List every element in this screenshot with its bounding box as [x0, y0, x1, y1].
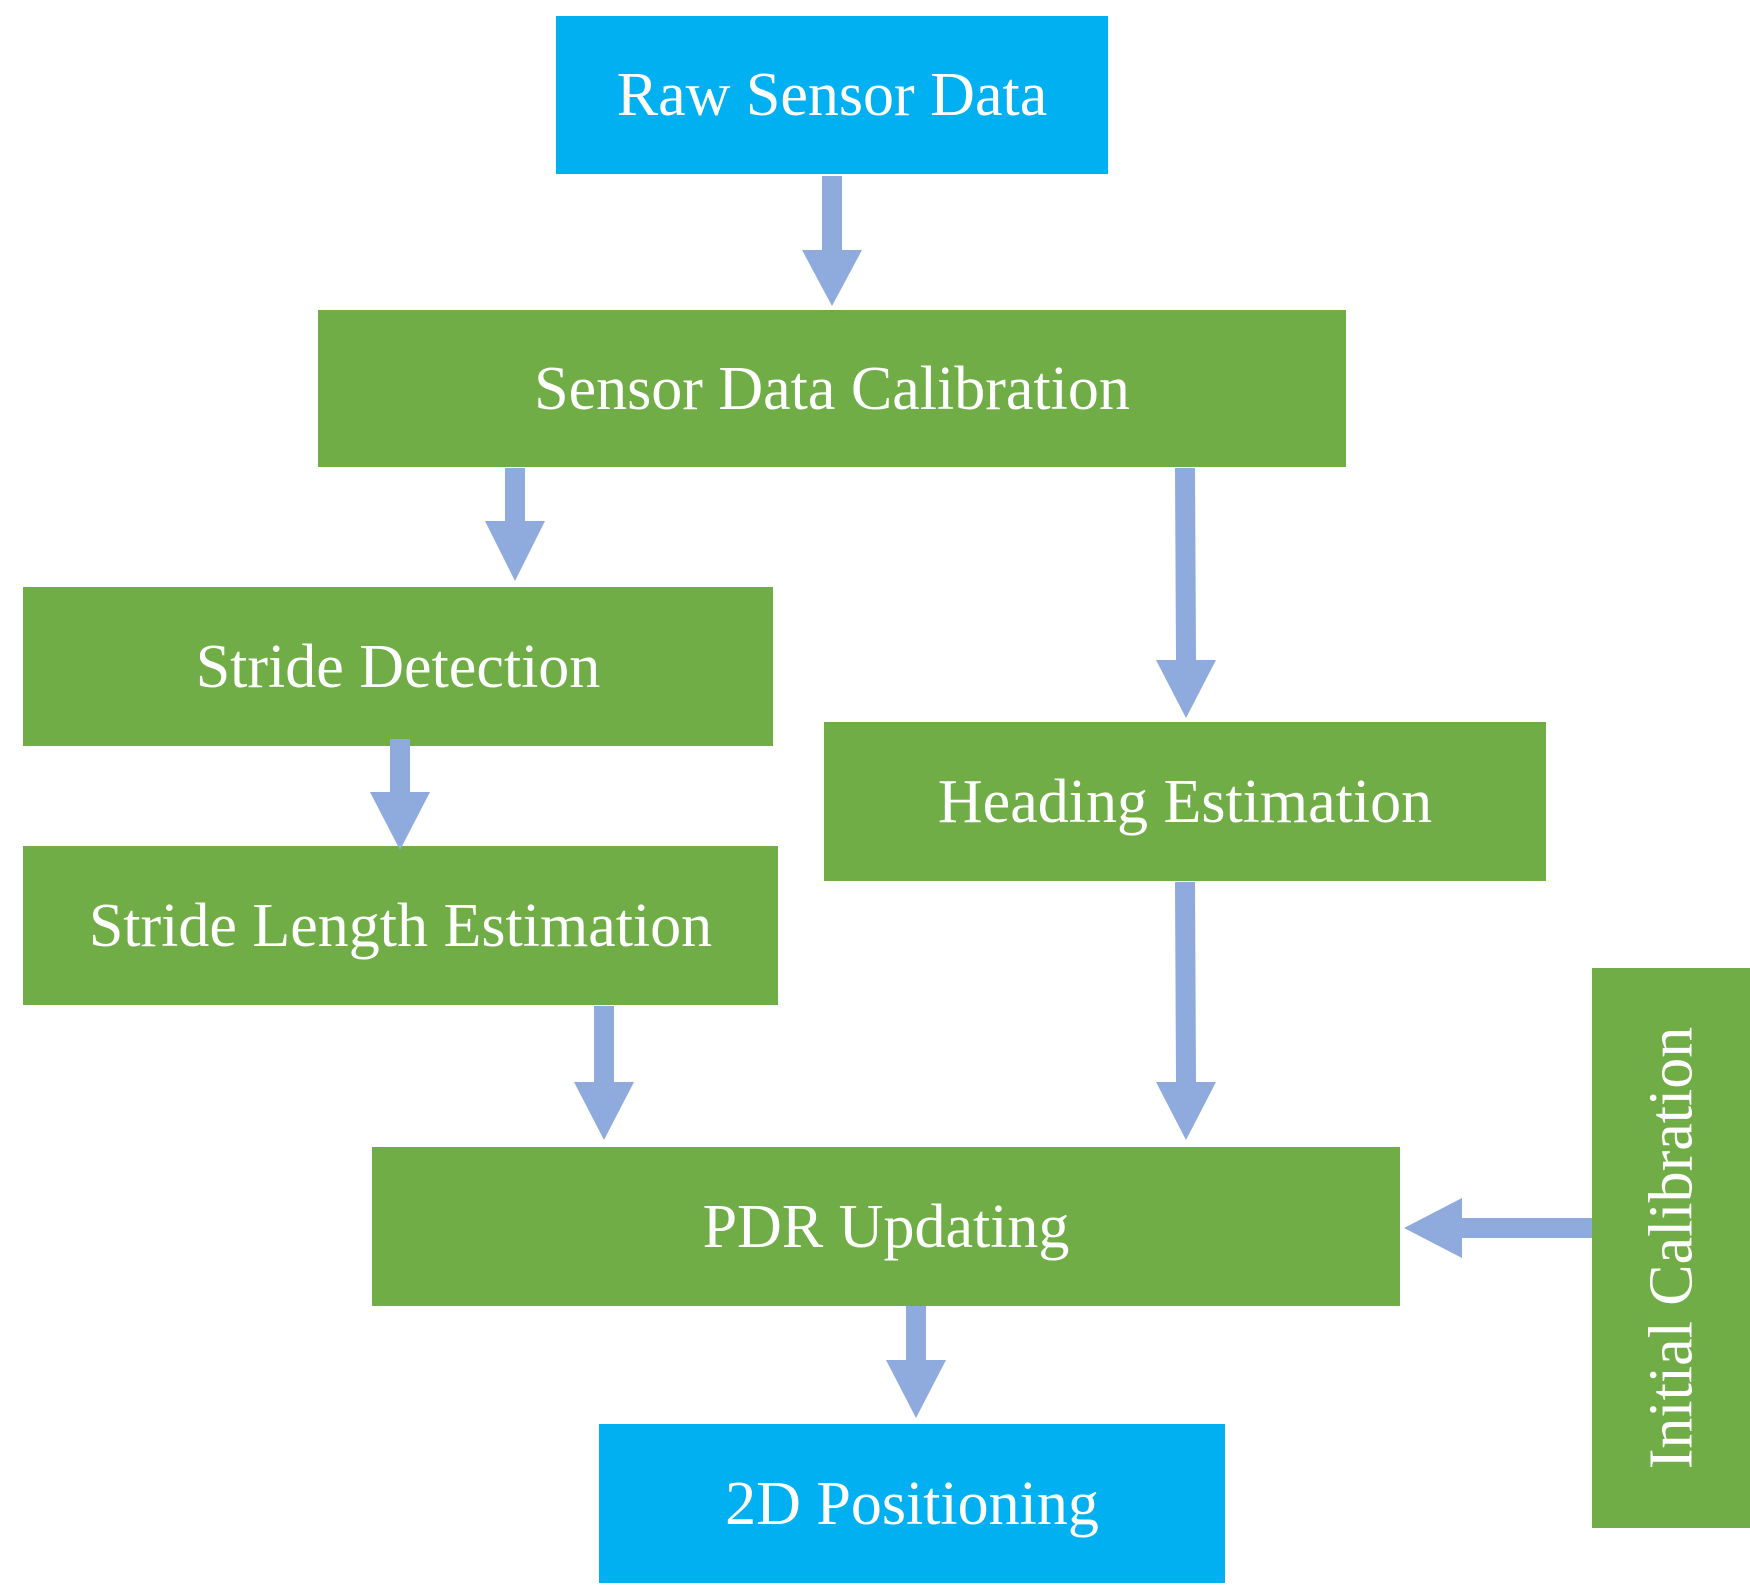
sensor-data-calibration-box: Sensor Data Calibration — [318, 310, 1346, 467]
2d-positioning-label: 2D Positioning — [725, 1469, 1099, 1538]
arrow-calibration-to-heading — [1156, 468, 1216, 718]
heading-estimation-label: Heading Estimation — [937, 767, 1433, 836]
stride-length-estimation-box: Stride Length Estimation — [23, 846, 778, 1005]
raw-sensor-data-box: Raw Sensor Data — [556, 16, 1108, 174]
stride-length-estimation-label: Stride Length Estimation — [88, 891, 713, 960]
2d-positioning-box: 2D Positioning — [599, 1424, 1225, 1583]
raw-sensor-data-label: Raw Sensor Data — [616, 61, 1048, 129]
arrow-stride-length-to-pdr — [574, 1006, 634, 1140]
arrow-initial-calibration-to-pdr — [1404, 1198, 1592, 1258]
initial-calibration-label: Initial Calibration — [1637, 1026, 1706, 1470]
initial-calibration-box: Initial Calibration — [1592, 968, 1750, 1528]
stride-detection-label: Stride Detection — [195, 632, 601, 701]
arrow-heading-to-pdr — [1156, 882, 1216, 1140]
arrow-stride-detection-to-stride-length — [370, 739, 430, 850]
arrow-calibration-to-stride-detection — [485, 468, 545, 581]
pdr-updating-label: PDR Updating — [702, 1192, 1070, 1261]
sensor-data-calibration-label: Sensor Data Calibration — [534, 354, 1130, 423]
stride-detection-box: Stride Detection — [23, 587, 773, 746]
arrow-pdr-to-2d-positioning — [886, 1306, 946, 1418]
arrow-raw-to-calibration — [802, 176, 862, 306]
pdr-updating-box: PDR Updating — [372, 1147, 1400, 1306]
heading-estimation-box: Heading Estimation — [824, 722, 1546, 881]
